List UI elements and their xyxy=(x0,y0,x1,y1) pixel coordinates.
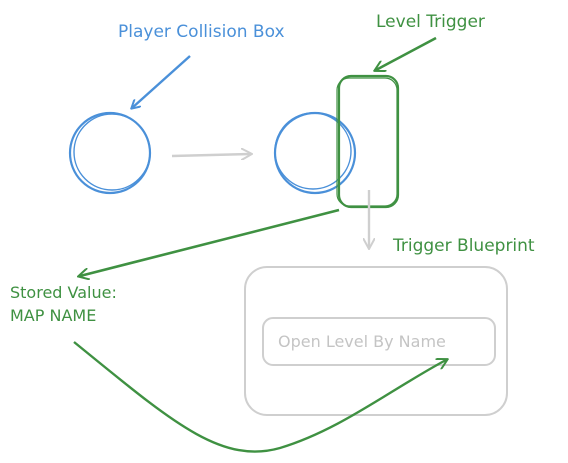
player-label-arrow xyxy=(132,55,191,108)
movement-arrow xyxy=(171,154,250,156)
player-circle-end xyxy=(273,111,357,195)
level-trigger-box xyxy=(337,74,400,209)
player-circle-start-sketch xyxy=(73,113,151,191)
trigger-blueprint-label: Trigger Blueprint xyxy=(392,236,535,256)
open-level-node-label: Open Level By Name xyxy=(278,332,446,351)
trigger-blueprint-box xyxy=(244,266,508,416)
level-trigger-box-sketch xyxy=(336,77,398,207)
level-trigger-arrow xyxy=(376,36,437,70)
map-name-label: MAP NAME xyxy=(10,306,96,325)
player-circle-end-sketch xyxy=(274,112,352,190)
level-trigger-label: Level Trigger xyxy=(376,12,485,32)
open-level-node xyxy=(262,317,496,366)
trigger-to-stored-value-arrow xyxy=(80,208,340,276)
stored-value-label: Stored Value: xyxy=(10,283,117,302)
stored-value-to-node-arrow xyxy=(73,341,446,453)
player-collision-box-label: Player Collision Box xyxy=(118,22,285,42)
